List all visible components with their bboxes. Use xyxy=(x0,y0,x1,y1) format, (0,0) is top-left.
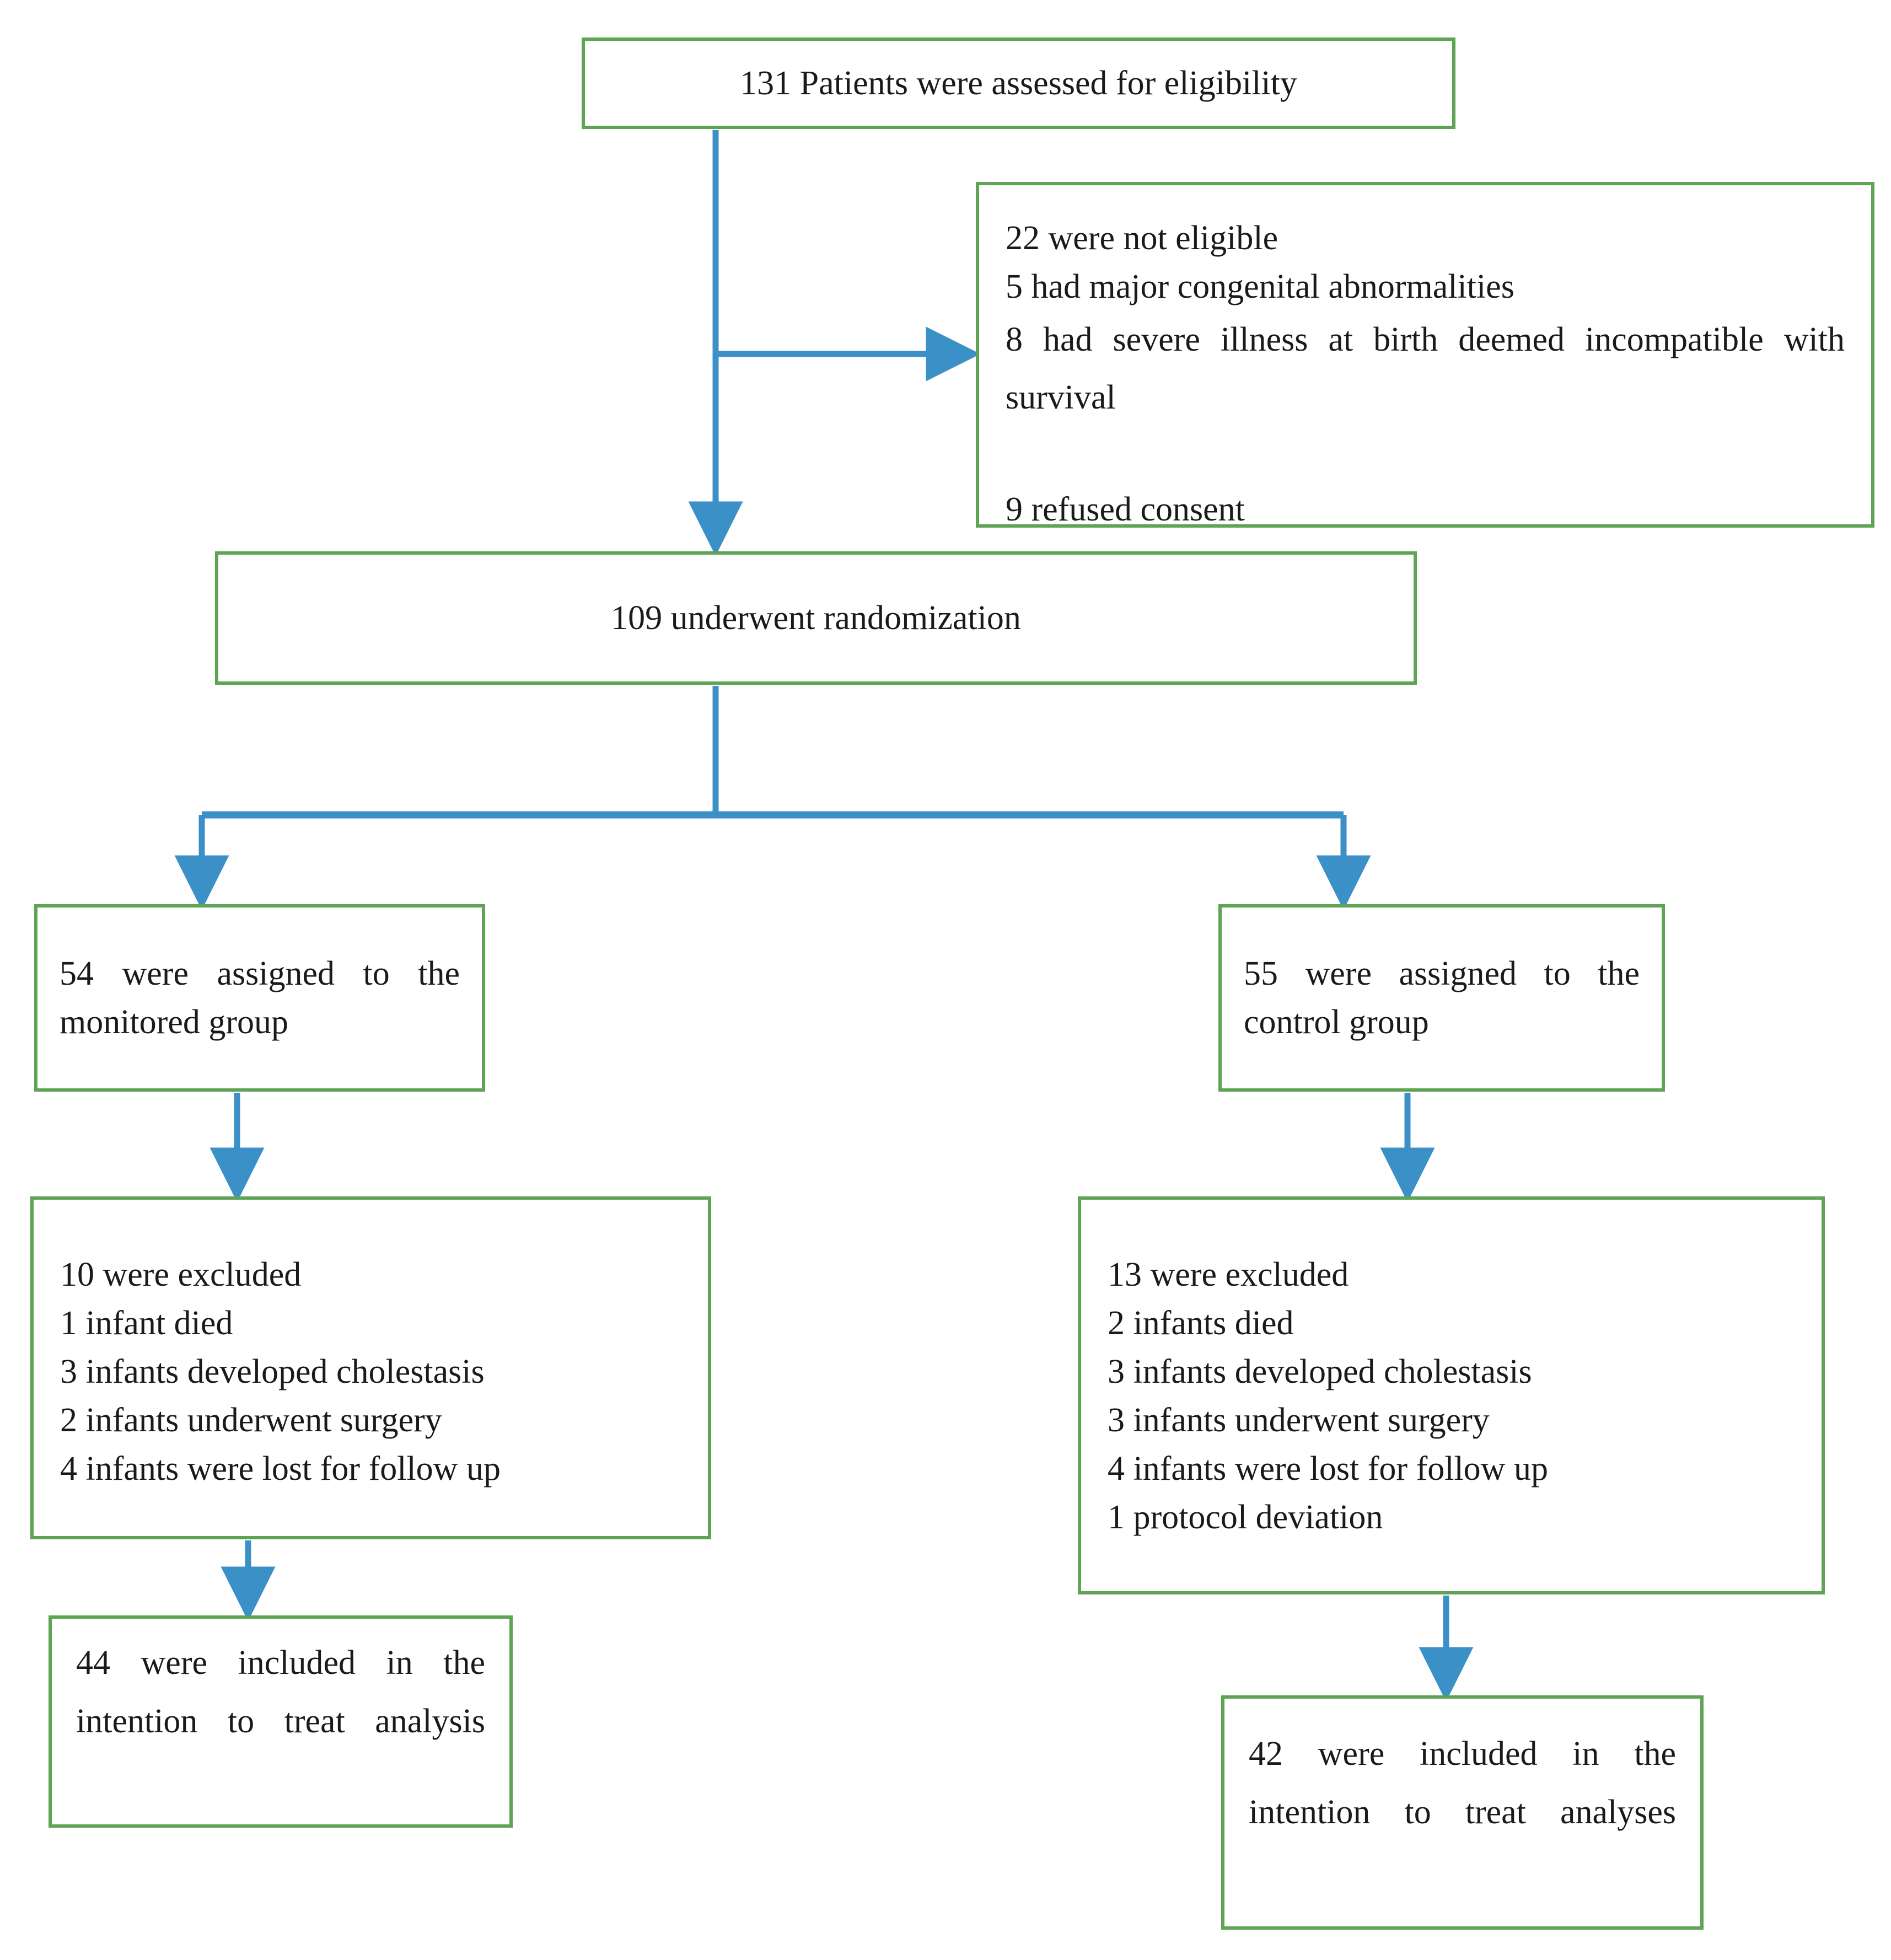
allocation-monitored-label: 54 were assigned to the monitored group xyxy=(60,954,460,1041)
list-item: 3 infants developed cholestasis xyxy=(60,1353,485,1391)
assessed-label: 131 Patients were assessed for eligibili… xyxy=(740,64,1297,102)
node-exclusions-control: 13 were excluded 2 infants died 3 infant… xyxy=(1078,1196,1825,1594)
list-item: 2 infants died xyxy=(1108,1304,1294,1343)
allocation-control-label: 55 were assigned to the control group xyxy=(1244,954,1640,1041)
list-item: 1 infant died xyxy=(60,1304,233,1343)
list-item: 3 infants underwent surgery xyxy=(1108,1401,1490,1440)
analysis-monitored-label: 44 were included in the intention to tre… xyxy=(76,1644,485,1740)
list-item: 4 infants were lost for follow up xyxy=(1108,1450,1548,1488)
node-randomization: 109 underwent randomization xyxy=(215,551,1417,685)
node-allocation-control: 55 were assigned to the control group xyxy=(1218,904,1665,1092)
exclusion-reason-list: 22 were not eligible 5 had major congeni… xyxy=(979,214,1871,534)
list-item: 2 infants underwent surgery xyxy=(60,1401,442,1440)
list-item: 1 protocol deviation xyxy=(1108,1499,1383,1537)
analysis-control-label: 42 were included in the intention to tre… xyxy=(1249,1735,1676,1831)
node-analysis-control: 42 were included in the intention to tre… xyxy=(1221,1695,1704,1930)
randomization-label: 109 underwent randomization xyxy=(611,599,1021,637)
list-item: 13 were excluded xyxy=(1108,1256,1349,1293)
list-item: 4 infants were lost for follow up xyxy=(60,1450,501,1488)
monitored-exclusion-list: 10 were excluded 1 infant died 3 infants… xyxy=(34,1250,708,1493)
list-item: 5 had major congenital abnormalities xyxy=(1006,268,1514,306)
list-item: 9 refused consent xyxy=(1006,491,1245,529)
list-item: 22 were not eligible xyxy=(1006,219,1278,257)
node-assessed-for-eligibility: 131 Patients were assessed for eligibili… xyxy=(582,37,1455,129)
list-item: 10 were excluded xyxy=(60,1256,302,1293)
list-item: 8 had severe illness at birth deemed inc… xyxy=(1006,321,1845,417)
node-analysis-monitored: 44 were included in the intention to tre… xyxy=(49,1615,513,1828)
control-exclusion-list: 13 were excluded 2 infants died 3 infant… xyxy=(1081,1250,1822,1542)
node-allocation-monitored: 54 were assigned to the monitored group xyxy=(34,904,485,1092)
node-excluded-before-randomization: 22 were not eligible 5 had major congeni… xyxy=(976,182,1874,528)
node-exclusions-monitored: 10 were excluded 1 infant died 3 infants… xyxy=(30,1196,711,1539)
list-item: 3 infants developed cholestasis xyxy=(1108,1353,1532,1391)
